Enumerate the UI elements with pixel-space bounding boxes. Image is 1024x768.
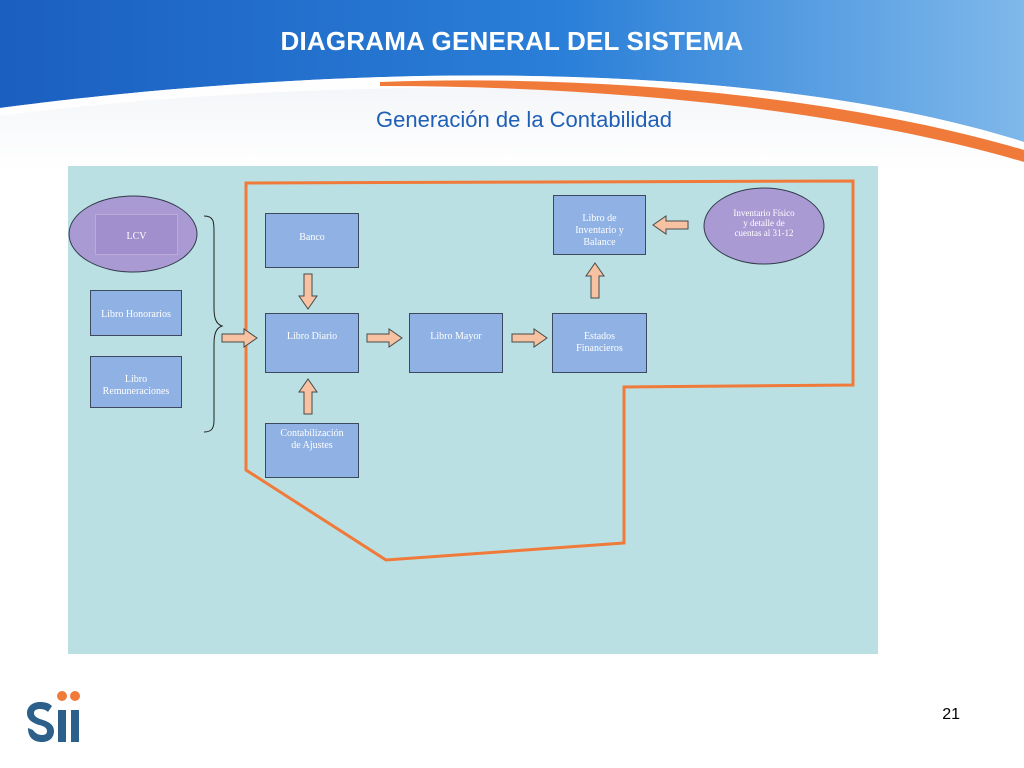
libro-diario-label: Libro Diario — [286, 331, 338, 342]
banco-label: Banco — [299, 232, 325, 243]
banco-box: Banco — [265, 213, 359, 268]
libro-remuneraciones-line-2: Remuneraciones — [102, 386, 170, 397]
lcv-box: LCV — [95, 214, 178, 255]
arrow-left-icon — [652, 215, 689, 235]
sii-logo-icon — [27, 691, 80, 742]
header-banner — [0, 0, 1024, 170]
slide-subtitle: Generación de la Contabilidad — [376, 107, 672, 132]
contabilizacion-ajustes-line-2: de Ajustes — [291, 440, 333, 451]
sources-brace — [203, 215, 224, 433]
arrow-up-icon — [585, 262, 605, 299]
inventario-fisico-line-1: Inventario Físico — [733, 208, 795, 218]
arrow-right-icon — [221, 328, 258, 348]
inventario-fisico-line-2: y detalle de — [743, 218, 785, 228]
estados-financieros-line-1: Estados — [583, 331, 616, 342]
arrow-up-icon — [298, 378, 318, 415]
estados-financieros-line-2: Financieros — [576, 343, 623, 354]
libro-honorarios-box: Libro Honorarios — [90, 290, 182, 336]
arrow-down-icon — [298, 273, 318, 310]
estados-financieros-box: Estados Financieros — [552, 313, 647, 373]
arrow-right-icon — [511, 328, 548, 348]
libro-mayor-label: Libro Mayor — [430, 331, 482, 342]
contabilizacion-ajustes-line-1: Contabilización — [280, 428, 344, 439]
libro-remuneraciones-line-1: Libro — [124, 374, 148, 385]
libro-honorarios-label: Libro Honorarios — [101, 309, 171, 320]
libro-diario-box: Libro Diario — [265, 313, 359, 373]
arrow-right-icon — [366, 328, 403, 348]
libro-inventario-line-2: Inventario y — [575, 225, 624, 236]
system-boundary — [244, 179, 855, 562]
libro-inventario-line-1: Libro de — [582, 213, 617, 224]
libro-mayor-box: Libro Mayor — [409, 313, 503, 373]
inventario-fisico-label: Inventario Físico y detalle de cuentas a… — [712, 208, 816, 238]
page-number: 21 — [942, 706, 960, 723]
libro-inventario-box: Libro de Inventario y Balance — [553, 195, 646, 255]
lcv-label: LCV — [126, 231, 147, 242]
slide-title: DIAGRAMA GENERAL DEL SISTEMA — [280, 26, 744, 56]
inventario-fisico-ellipse — [703, 187, 825, 265]
libro-remuneraciones-box: Libro Remuneraciones — [90, 356, 182, 408]
inventario-fisico-line-3: cuentas al 31-12 — [734, 228, 794, 238]
libro-inventario-line-3: Balance — [583, 237, 616, 248]
contabilizacion-ajustes-box: Contabilización de Ajustes — [265, 423, 359, 478]
